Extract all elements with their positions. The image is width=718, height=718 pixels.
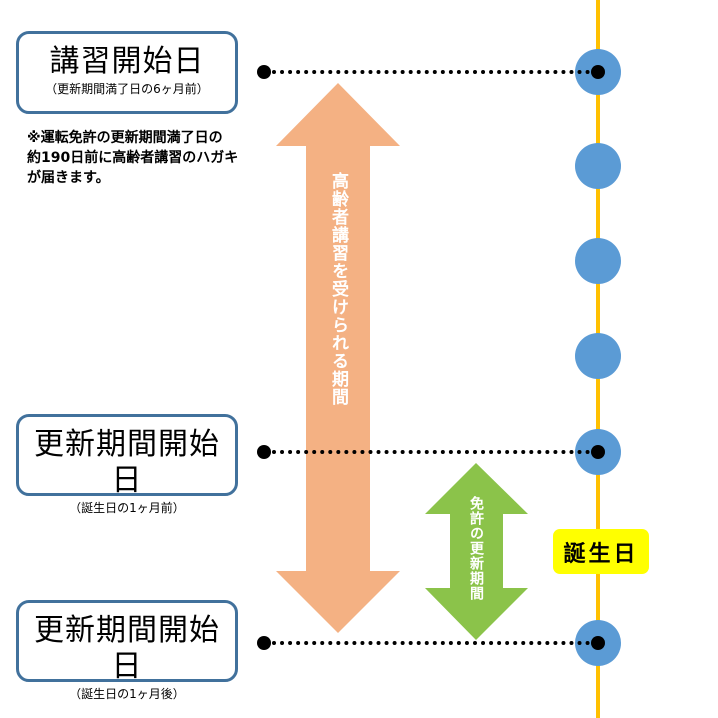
- connector-line: [272, 450, 598, 454]
- connector-dot: [591, 65, 605, 79]
- course-start-subtitle: （更新期間満了日の6ヶ月前）: [45, 82, 209, 96]
- renewal-start-title: 更新期間開始日: [34, 427, 220, 498]
- note-line: ※運転免許の更新期間満了日の: [27, 130, 223, 146]
- course-period-arrow: [276, 83, 400, 633]
- renewal-period-label: 免許の更新期間: [468, 496, 484, 601]
- renewal-period-arrow: [425, 463, 528, 640]
- course-start-title: 講習開始日: [49, 44, 205, 79]
- connector-dot: [257, 65, 271, 79]
- connector-dot: [257, 445, 271, 459]
- renewal-end-title: 更新期間開始日: [34, 613, 220, 684]
- timeline-marker: [575, 238, 621, 284]
- renewal-end-box: 更新期間開始日 （誕生日の1ヶ月後）: [16, 600, 238, 701]
- course-period-label: 高齢者講習を受けられる期間: [328, 172, 348, 406]
- connector-dot: [591, 636, 605, 650]
- renewal-start-subtitle: （誕生日の1ヶ月前）: [69, 501, 185, 515]
- birthday-label: 誕生日: [553, 529, 649, 574]
- renewal-start-box: 更新期間開始日 （誕生日の1ヶ月前）: [16, 414, 238, 515]
- note-line: 約190日前に高齢者講習のハガキ: [27, 150, 239, 166]
- connector-line: [272, 70, 598, 74]
- postcard-note: ※運転免許の更新期間満了日の 約190日前に高齢者講習のハガキ が届きます。: [27, 128, 267, 188]
- timeline-marker: [575, 333, 621, 379]
- connector-dot: [591, 445, 605, 459]
- renewal-end-subtitle: （誕生日の1ヶ月後）: [69, 687, 185, 701]
- course-start-box: 講習開始日 （更新期間満了日の6ヶ月前）: [16, 31, 238, 114]
- connector-line: [272, 641, 598, 645]
- note-line: が届きます。: [27, 170, 110, 186]
- timeline-marker: [575, 143, 621, 189]
- connector-dot: [257, 636, 271, 650]
